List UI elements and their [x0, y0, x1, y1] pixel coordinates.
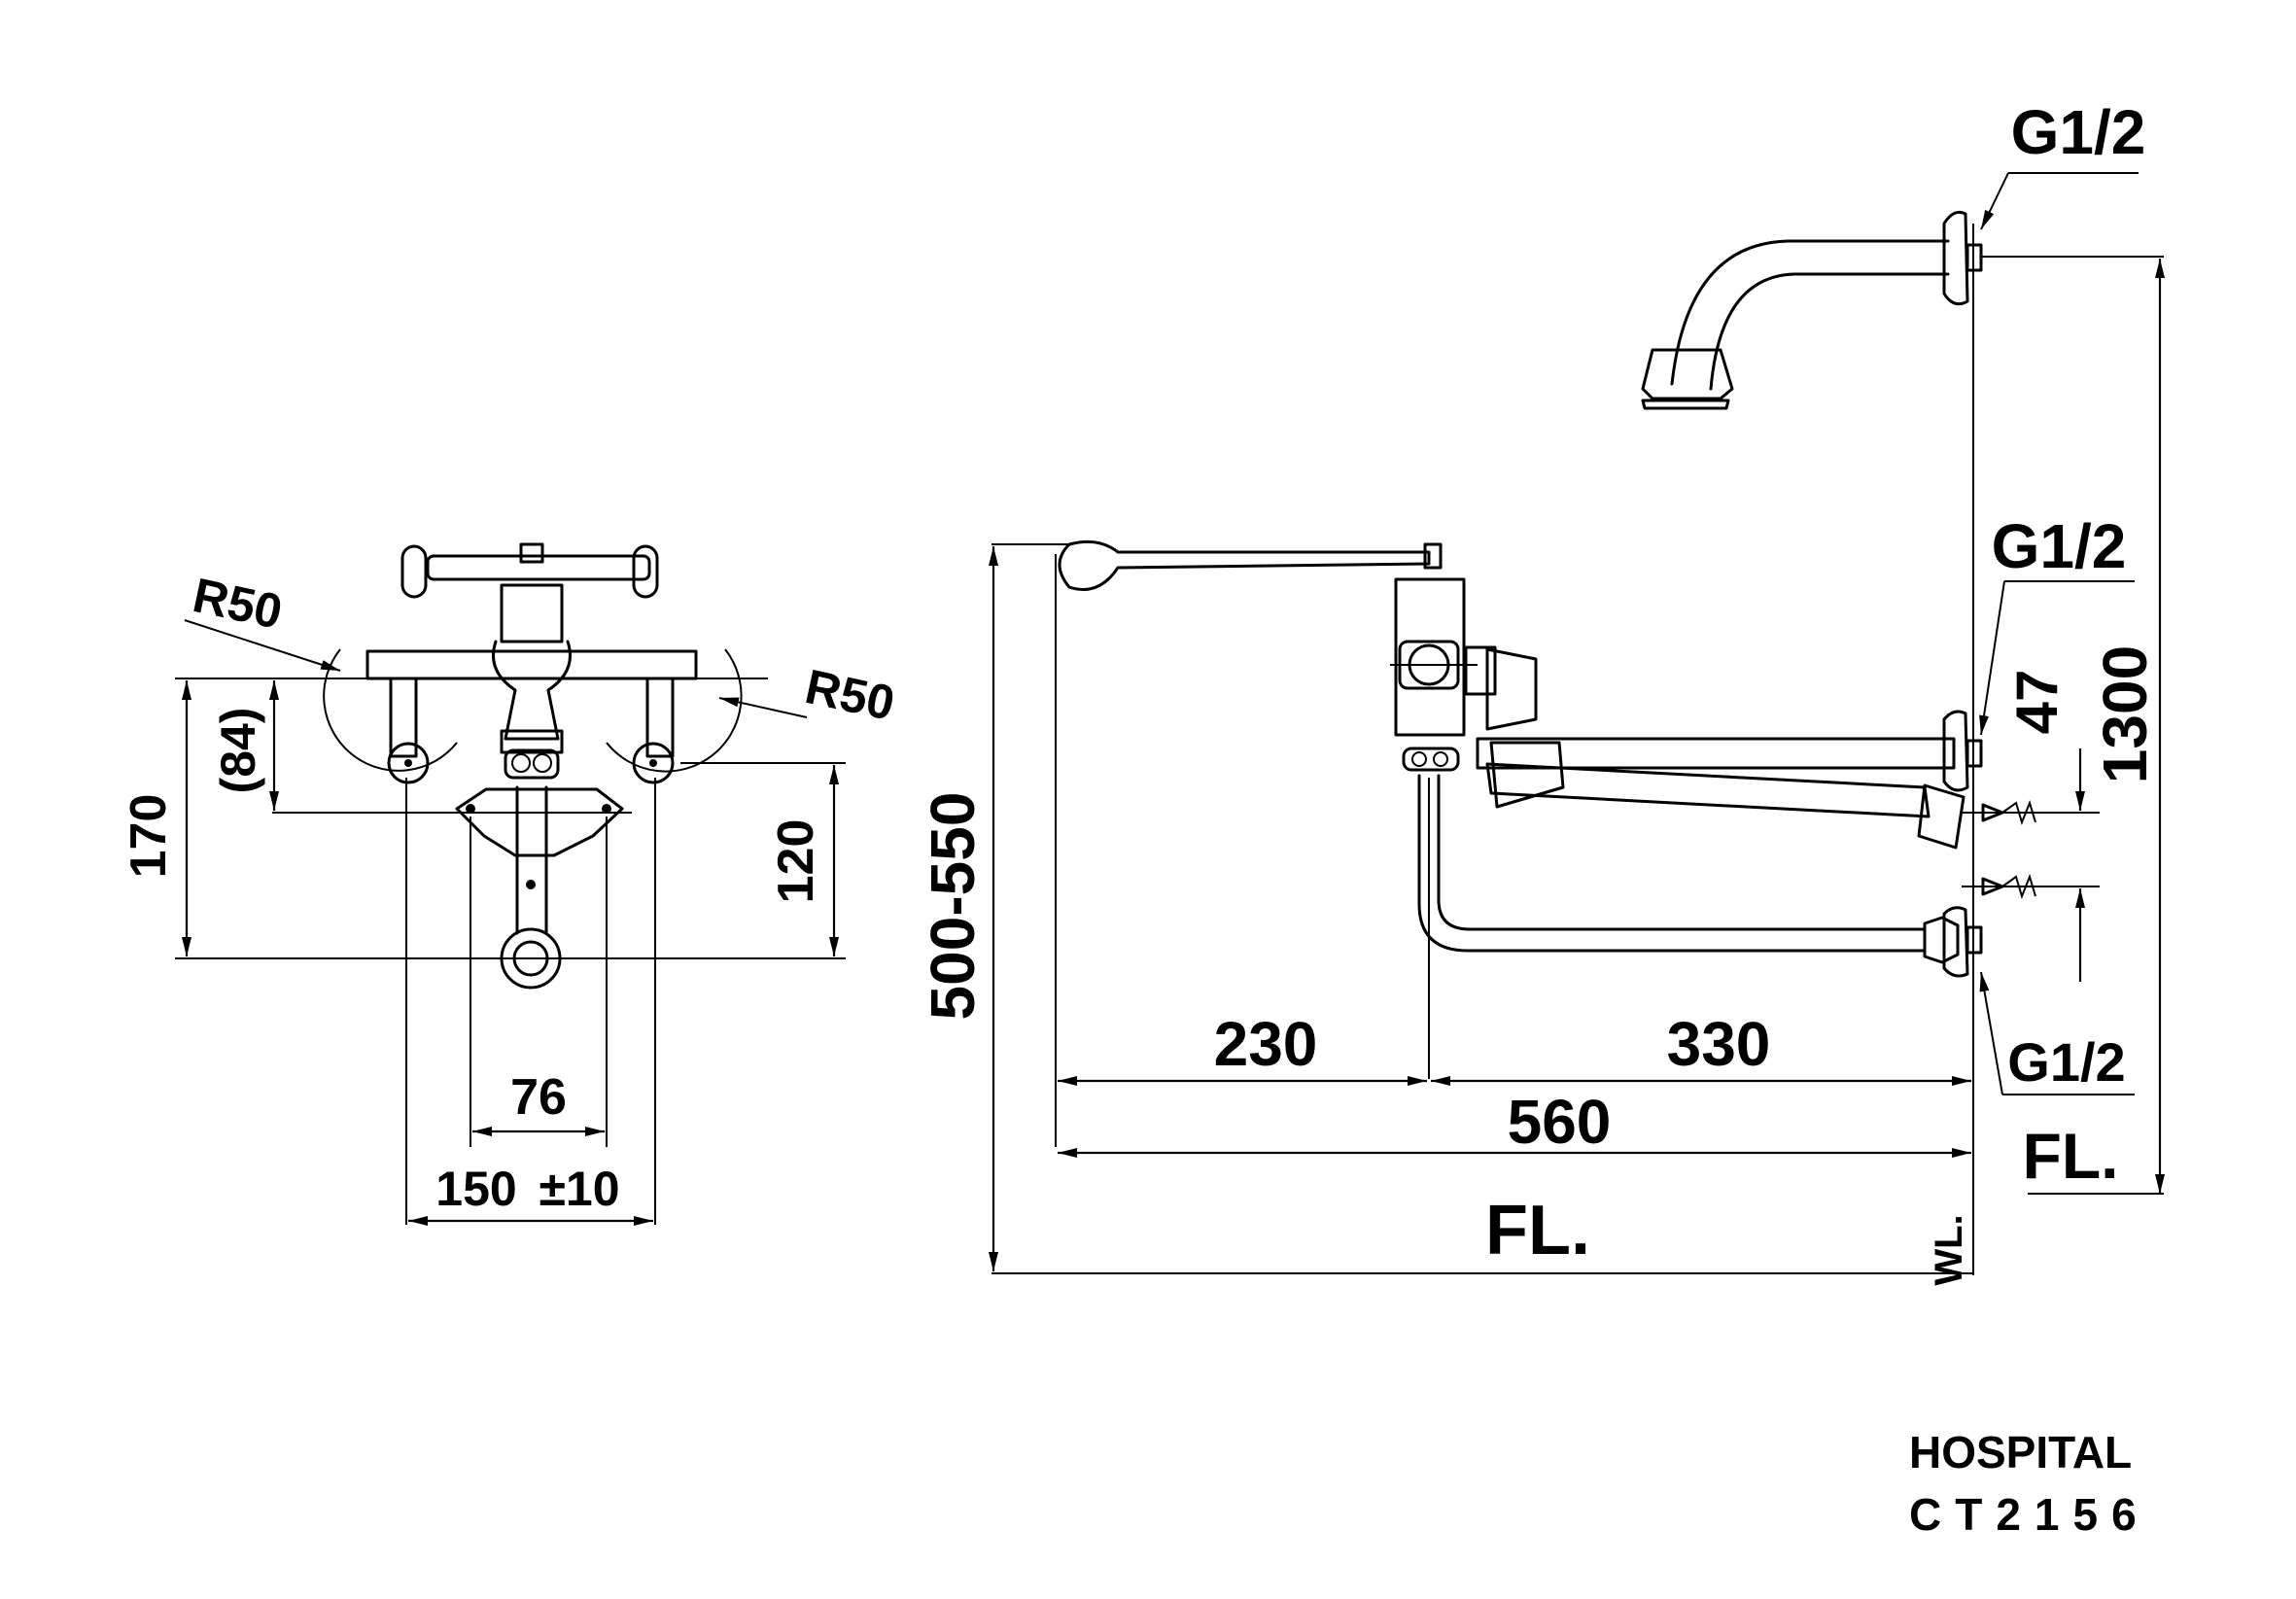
wl-label: WL. [1928, 1214, 1970, 1285]
dim-560: 560 [1508, 1087, 1612, 1157]
arc-left [323, 648, 458, 772]
spout-upper [1476, 710, 1983, 850]
dim-r50-left: R50 [189, 568, 287, 640]
inlet-left [387, 677, 430, 784]
model-number: CT2156 [1909, 1489, 2150, 1540]
dim-230: 230 [1214, 1009, 1318, 1079]
dim-330: 330 [1667, 1009, 1771, 1079]
title-block: HOSPITAL CT2156 [1909, 1427, 2150, 1540]
dim-150: 150 [435, 1162, 516, 1216]
spout-lower [1417, 774, 1983, 978]
thread-label-top: G1/2 [2011, 97, 2146, 167]
thread-label-middle: G1/2 [1992, 511, 2127, 581]
front-view: 170 (84) 120 R50 R50 76 150 ±10 [121, 542, 899, 1226]
shower-arm [1641, 210, 1983, 410]
product-line: HOSPITAL [1909, 1427, 2132, 1477]
dim-150-tolerance: ±10 [539, 1162, 619, 1216]
side-view: 500-550 230 330 560 FL. WL. 1300 FL. 47 … [918, 97, 2165, 1286]
dim-76: 76 [510, 1069, 567, 1126]
dim-170: 170 [121, 794, 177, 879]
dim-1300: 1300 [2090, 645, 2160, 783]
dim-120: 120 [768, 819, 824, 904]
dim-47: 47 [2004, 670, 2070, 735]
dim-84: (84) [211, 708, 265, 794]
elbow-lever [1058, 539, 1538, 772]
fl-label-right: FL. [2023, 1120, 2119, 1192]
dim-r50-right: R50 [801, 659, 899, 731]
fl-label-bottom: FL. [1485, 1192, 1590, 1269]
dim-500-550: 500-550 [918, 792, 988, 1021]
thread-label-bottom: G1/2 [2007, 1031, 2125, 1093]
cross-handle [400, 542, 659, 599]
